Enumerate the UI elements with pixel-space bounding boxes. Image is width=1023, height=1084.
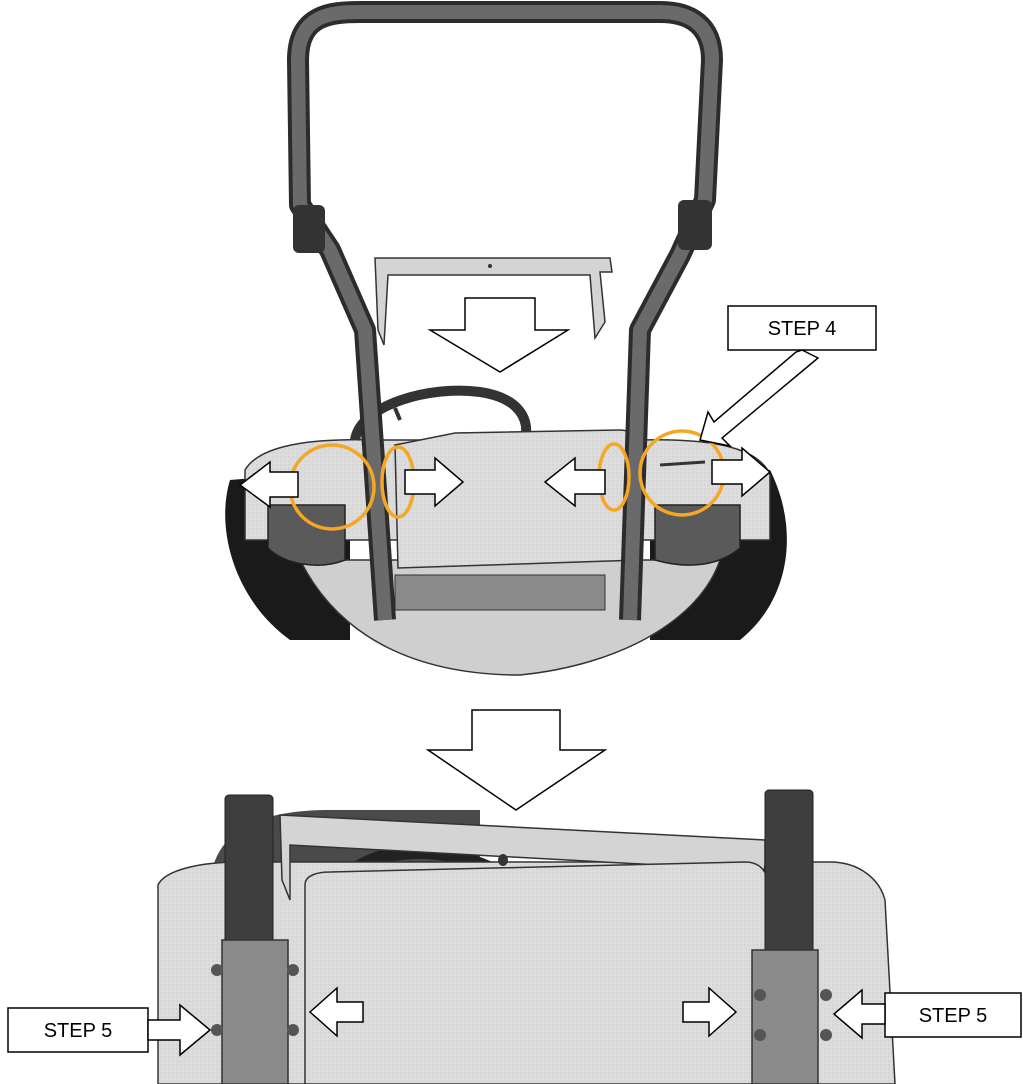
bottom-arrow-right-inner-icon (682, 986, 738, 1038)
right-sleeve (751, 949, 819, 1084)
step5-left-arrow-icon (147, 1003, 212, 1057)
arrow-right-inner-icon (404, 456, 465, 508)
step4-label: STEP 4 (768, 318, 837, 340)
step5-left-callout: STEP 5 (7, 1003, 212, 1057)
down-arrow-icon (427, 297, 571, 373)
bottom-arrow-left-inner-icon (308, 986, 364, 1038)
chassis-opening (394, 574, 606, 611)
step5-right-label: STEP 5 (919, 1005, 988, 1027)
arrow-left-inner-icon (543, 456, 606, 508)
top-bracket (374, 257, 613, 346)
left-sleeve (221, 939, 289, 1084)
step5-right-arrow-icon (832, 988, 886, 1040)
arrow-left-outer-icon (238, 460, 299, 509)
step5-left-label: STEP 5 (44, 1020, 113, 1042)
step4-callout: STEP 4 (699, 305, 877, 448)
right-post (764, 789, 814, 971)
step4-pointer-icon (699, 349, 820, 448)
control-box-front (304, 861, 769, 1084)
left-grip (267, 504, 346, 566)
step5-right-callout: STEP 5 (832, 988, 1022, 1040)
right-hinge (678, 200, 712, 250)
arrow-right-outer-icon (711, 446, 772, 498)
left-post (224, 794, 274, 956)
transition-down-arrow-icon (425, 709, 608, 811)
left-hinge (293, 205, 325, 253)
bottom-view: STEP 5 STEP 5 (7, 789, 1022, 1084)
top-view: STEP 4 (225, 1, 877, 676)
right-grip (654, 504, 741, 566)
